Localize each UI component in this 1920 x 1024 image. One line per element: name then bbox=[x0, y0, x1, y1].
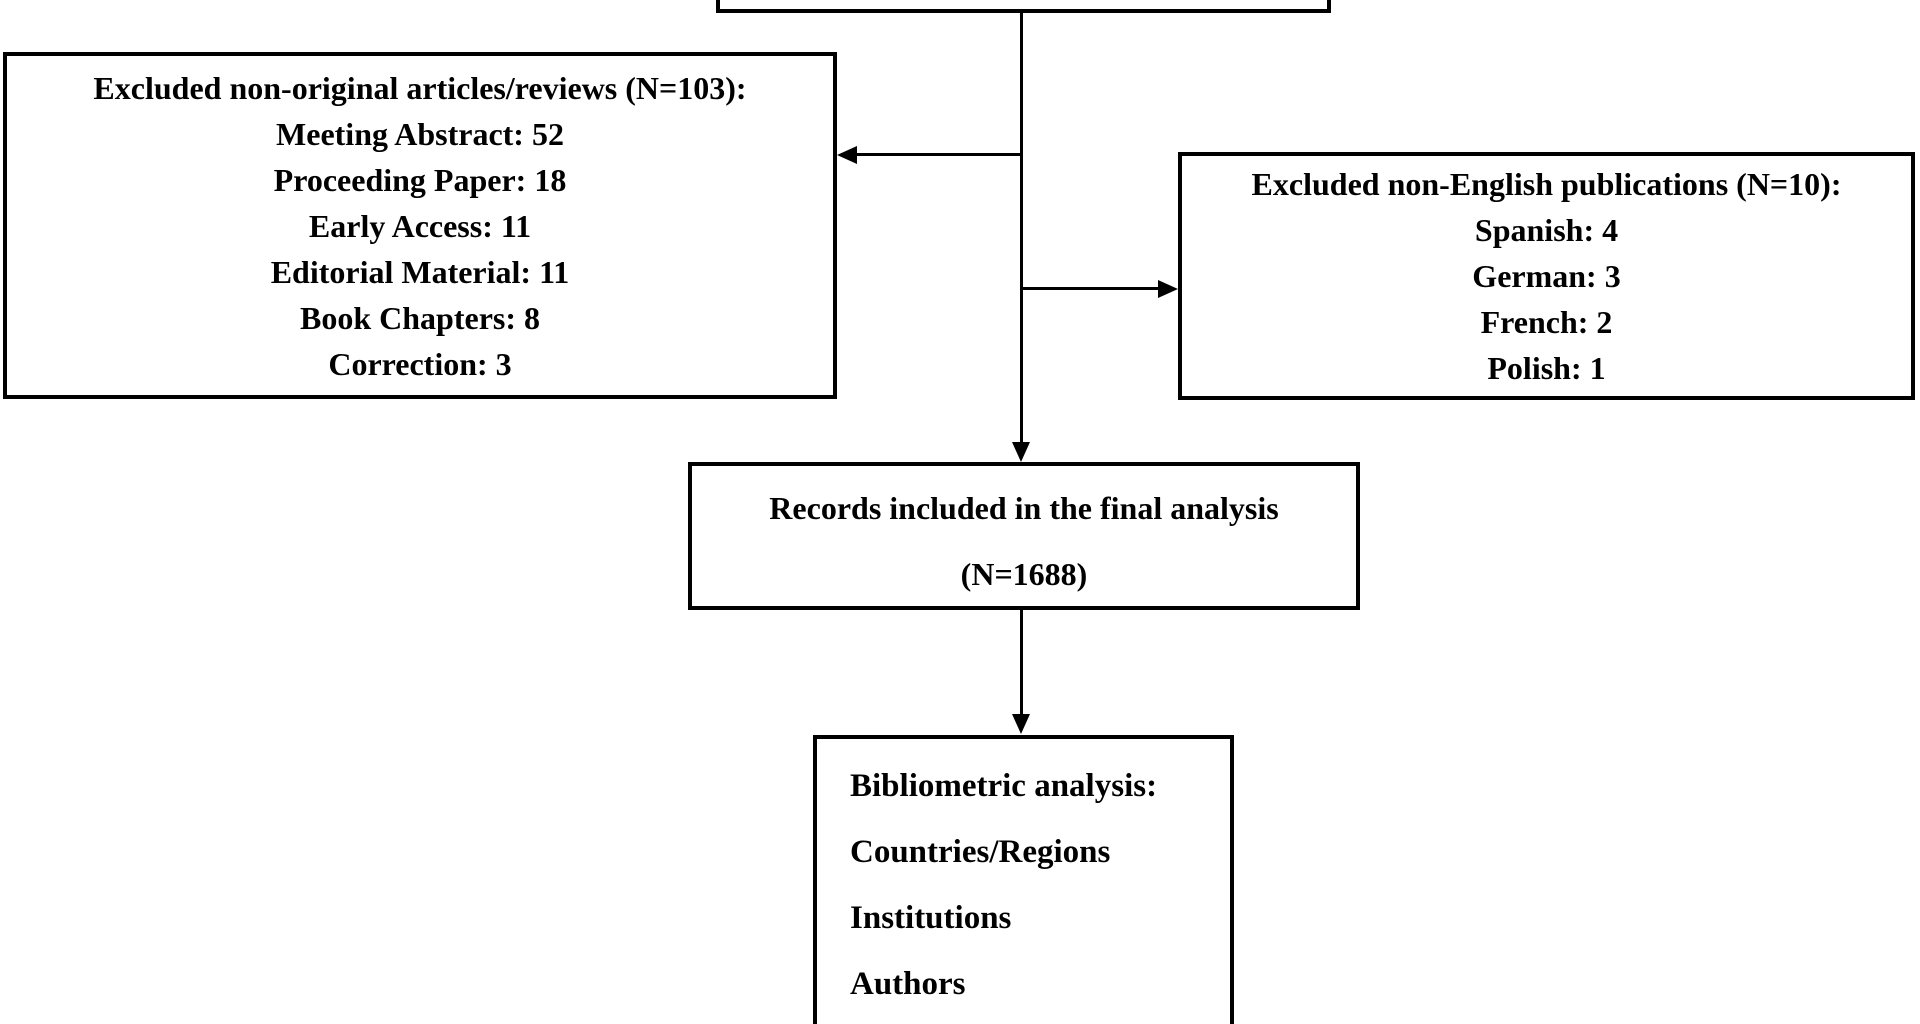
excluded-non-original-item: Correction: 3 bbox=[328, 345, 512, 382]
bibliometric-title: Bibliometric analysis: bbox=[850, 768, 1158, 804]
arrowhead-down-to-records bbox=[1012, 442, 1030, 462]
arrowhead-left-exclusion bbox=[837, 146, 857, 164]
bibliometric-item: Countries/Regions bbox=[850, 834, 1111, 870]
records-included-count: (N=1688) bbox=[960, 556, 1088, 592]
excluded-non-english-item: French: 2 bbox=[1480, 304, 1613, 340]
excluded-non-original-item: Meeting Abstract: 52 bbox=[276, 115, 564, 152]
arrowhead-down-to-bibliometric bbox=[1012, 714, 1030, 734]
bibliometric-analysis-box: Bibliometric analysis: Countries/Regions… bbox=[813, 735, 1234, 1024]
excluded-non-original-title: Excluded non-original articles/reviews (… bbox=[93, 69, 747, 106]
records-included-box: Records included in the final analysis (… bbox=[688, 462, 1360, 610]
bibliometric-item: Authors bbox=[850, 966, 966, 1002]
connector-records-bibliometric bbox=[1020, 609, 1023, 715]
excluded-non-original-item: Proceeding Paper: 18 bbox=[273, 161, 567, 198]
excluded-non-english-title: Excluded non-English publications (N=10)… bbox=[1251, 166, 1842, 202]
connector-left-exclusion bbox=[848, 153, 1022, 156]
excluded-non-english-item: Spanish: 4 bbox=[1474, 212, 1619, 248]
connector-right-exclusion bbox=[1021, 287, 1161, 290]
bibliometric-item: Institutions bbox=[850, 900, 1012, 936]
excluded-non-original-item: Editorial Material: 11 bbox=[270, 253, 570, 290]
excluded-non-english-item: Polish: 1 bbox=[1487, 350, 1606, 386]
excluded-non-original-box: Excluded non-original articles/reviews (… bbox=[3, 52, 837, 399]
top-records-box-partial bbox=[716, 0, 1331, 13]
excluded-non-original-item: Early Access: 11 bbox=[308, 207, 532, 244]
excluded-non-original-item: Book Chapters: 8 bbox=[299, 299, 540, 336]
arrowhead-right-exclusion bbox=[1158, 280, 1178, 298]
excluded-non-english-item: German: 3 bbox=[1472, 258, 1621, 294]
excluded-non-english-box: Excluded non-English publications (N=10)… bbox=[1178, 152, 1915, 400]
records-included-line1: Records included in the final analysis bbox=[769, 490, 1279, 526]
connector-main-vertical bbox=[1020, 13, 1023, 442]
